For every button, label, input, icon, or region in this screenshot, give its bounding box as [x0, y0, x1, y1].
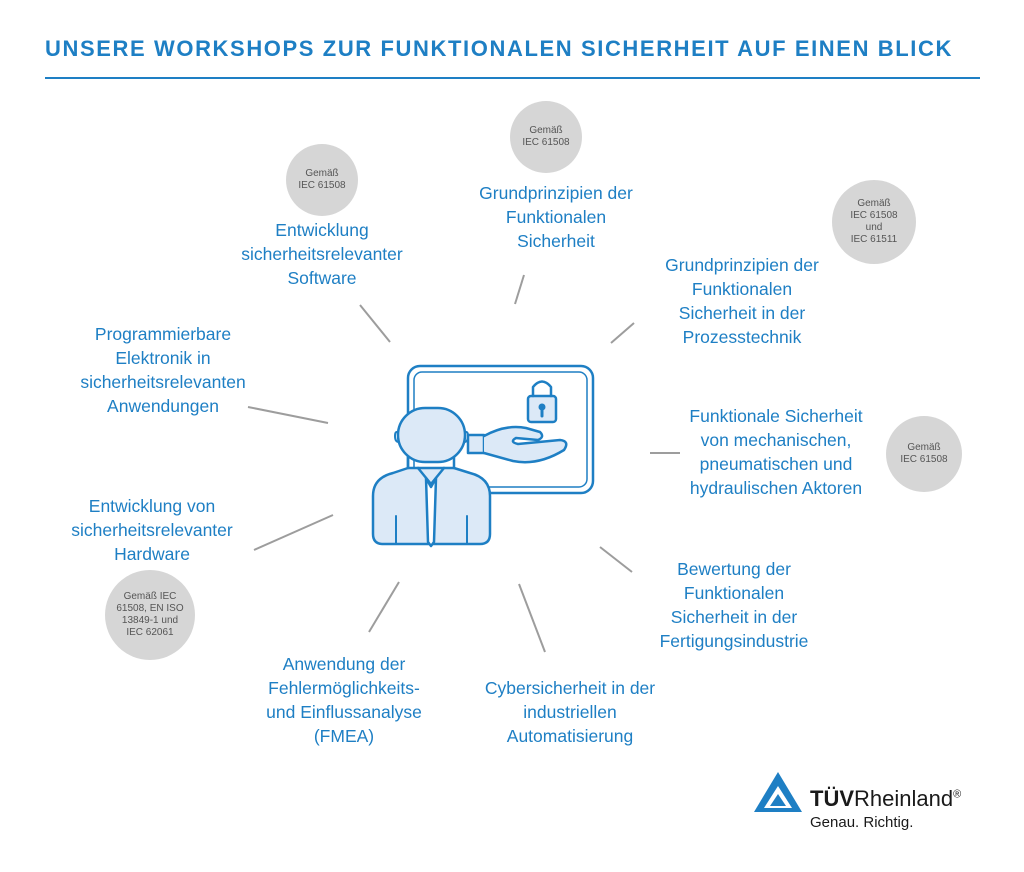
connector-software	[359, 304, 391, 343]
workshop-label-fertigung: Bewertung der Funktionalen Sicherheit in…	[659, 559, 809, 651]
workshop-label-cybersicherheit: Cybersicherheit in der industriellen Aut…	[484, 678, 656, 746]
logo-tagline: Genau. Richtig.	[810, 814, 914, 831]
connector-elektronik	[247, 406, 329, 424]
page-title: UNSERE WORKSHOPS ZUR FUNKTIONALEN SICHER…	[45, 36, 953, 61]
logo-brand: TÜVRheinland®	[810, 786, 962, 811]
connector-fmea	[368, 581, 400, 633]
workshop-label-hardware: Entwicklung von sicherheitsrelevanter Ha…	[71, 496, 233, 564]
standard-badge-hardware: Gemäß IEC 61508, EN ISO 13849-1 und IEC …	[105, 570, 195, 660]
connector-cybersicherheit	[518, 583, 546, 653]
standard-badge-aktoren: Gemäß IEC 61508	[886, 416, 962, 492]
presenter-with-lock-icon	[371, 364, 595, 548]
workshop-label-elektronik: Programmierbare Elektronik in sicherheit…	[80, 324, 246, 416]
hand-icon	[466, 433, 486, 455]
workshop-label-grundprinzipien: Grundprinzipien der Funktionalen Sicherh…	[479, 183, 633, 251]
connector-grundprinzipien	[514, 274, 525, 305]
workshop-label-software: Entwicklung sicherheitsrelevanter Softwa…	[241, 220, 403, 288]
workshop-label-fmea: Anwendung der Fehlermöglichkeits- und Ei…	[266, 654, 422, 746]
connector-fertigung	[599, 546, 633, 573]
workshop-label-aktoren: Funktionale Sicherheit von mechanischen,…	[689, 406, 863, 498]
title-divider	[45, 77, 980, 79]
standard-badge-software: Gemäß IEC 61508	[286, 144, 358, 216]
connector-hardware	[253, 514, 334, 551]
standard-badge-prozesstechnik: Gemäß IEC 61508 und IEC 61511	[832, 180, 916, 264]
standard-badge-grundprinzipien: Gemäß IEC 61508	[510, 101, 582, 173]
workshop-label-prozesstechnik: Grundprinzipien der Funktionalen Sicherh…	[665, 255, 819, 347]
connector-prozesstechnik	[610, 322, 635, 344]
triangle-logo-icon	[754, 772, 802, 812]
